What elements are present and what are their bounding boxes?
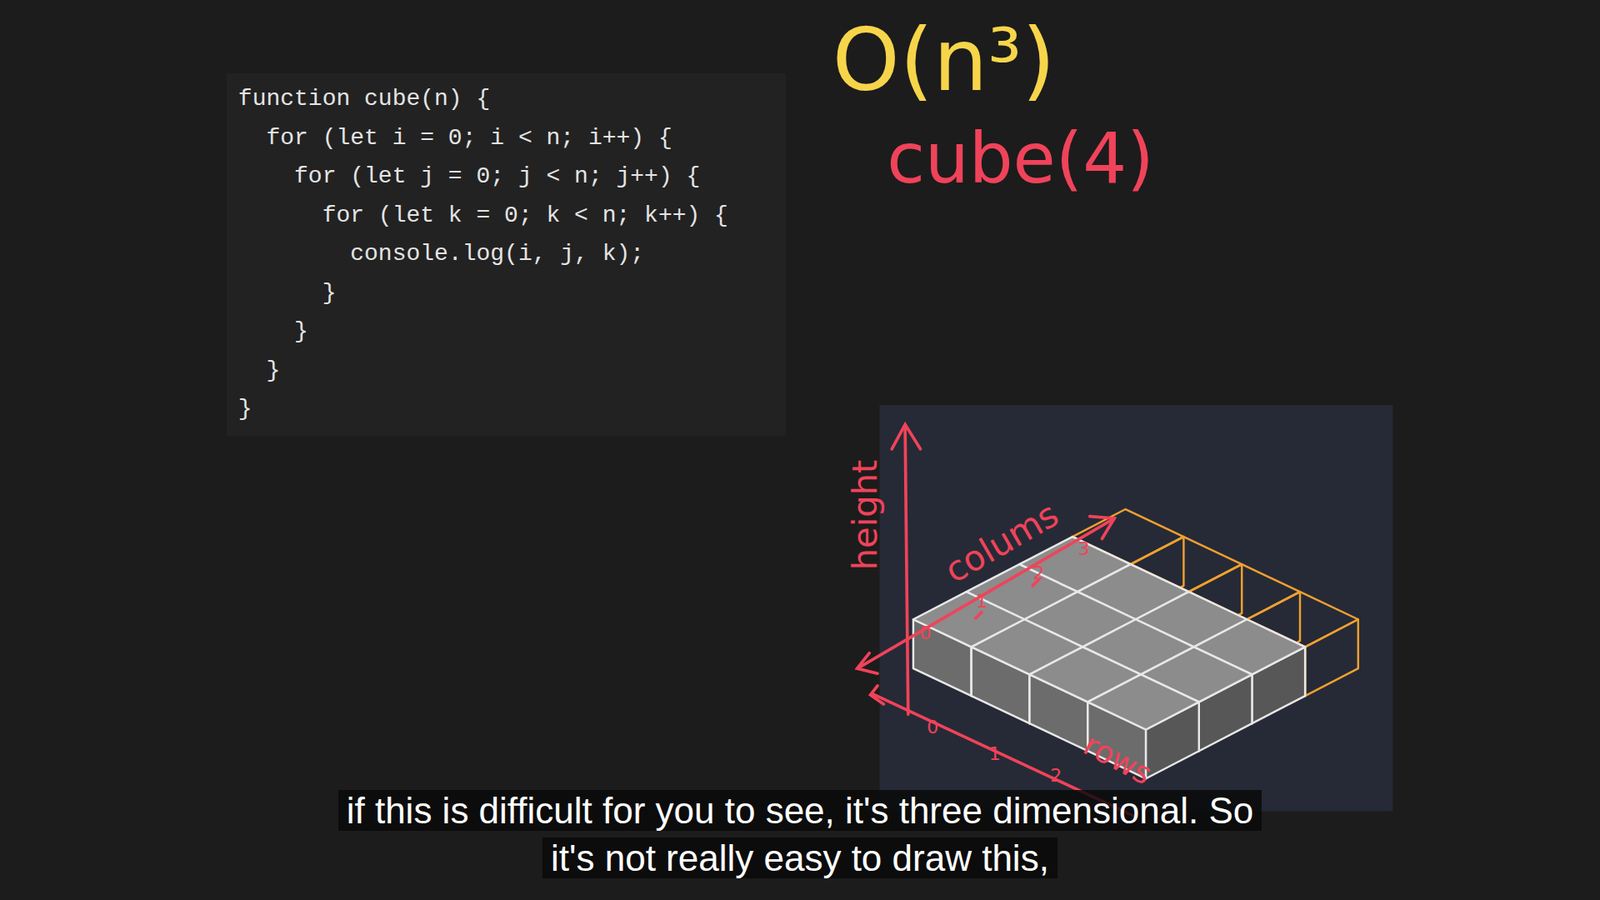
code-line: for (let i = 0; i < n; i++) {	[238, 119, 775, 159]
axis-number: 1	[989, 745, 1001, 764]
illustration-panel	[880, 405, 1394, 811]
code-panel: function cube(n) { for (let i = 0; i < n…	[226, 73, 786, 436]
complexity-label: O(n³)	[832, 18, 1056, 105]
code-line: for (let j = 0; j < n; j++) {	[238, 157, 775, 197]
cube-face	[1087, 674, 1199, 730]
code-line: for (let k = 0; k < n; k++) {	[238, 196, 775, 236]
subtitle-box: if this is difficult for you to see, it'…	[316, 786, 1285, 882]
code-line: }	[238, 274, 775, 314]
axis-number: 2	[1033, 564, 1045, 583]
code-line: }	[238, 351, 775, 391]
axis-number: 1	[975, 592, 988, 611]
cube-face	[1072, 509, 1184, 565]
axis-number: 0	[920, 624, 932, 643]
code-line: }	[238, 312, 775, 352]
axis-number: 2	[1050, 766, 1062, 785]
axis-label: height	[848, 460, 884, 571]
code-line: console.log(i, j, k);	[238, 235, 775, 275]
code-line: function cube(n) {	[238, 80, 775, 120]
call-label: cube(4)	[886, 124, 1155, 194]
code-line: }	[238, 390, 775, 430]
cube-face	[1305, 619, 1359, 696]
axis-number: 0	[926, 718, 939, 737]
subtitle-text: if this is difficult for you to see, it'…	[338, 790, 1263, 879]
axis-number: 3	[1077, 540, 1090, 559]
